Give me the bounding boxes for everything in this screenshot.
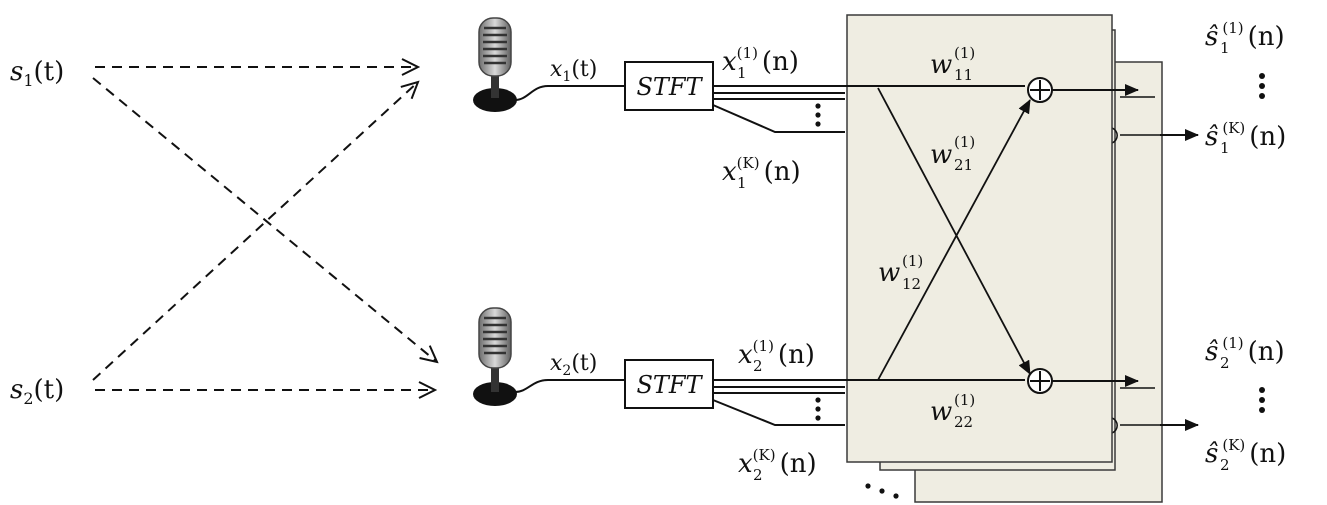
microphone-icon bbox=[473, 307, 517, 406]
weight-sub-w22: 22 bbox=[954, 413, 973, 431]
bin-label-x2-K: x(K)(n) bbox=[738, 446, 817, 479]
weight-sub-w12: 12 bbox=[902, 275, 921, 293]
output-sub-s1-K: 1 bbox=[1220, 139, 1230, 157]
stft-box-1: STFT bbox=[624, 61, 714, 111]
stft1-outputs bbox=[712, 85, 1025, 133]
weight-sup-w21: (1) bbox=[954, 133, 975, 151]
unmixing-cross-paths bbox=[877, 87, 1031, 381]
output-label-s2-1: ŝ(1)(n) bbox=[1205, 334, 1285, 367]
output-sub-s2-1: 2 bbox=[1220, 354, 1230, 372]
weight-sup-w11: (1) bbox=[954, 44, 975, 62]
stft-box-2: STFT bbox=[624, 359, 714, 409]
stft2-outputs bbox=[712, 379, 1025, 426]
weight-label-w22: w bbox=[930, 397, 952, 427]
mic-label-x2: x2(t) bbox=[550, 351, 597, 379]
bin-sub-x1-K: 1 bbox=[737, 174, 747, 192]
source-label-s2: s2(t) bbox=[10, 375, 64, 408]
bin-ellipsis-2 bbox=[815, 397, 821, 421]
sum-node-icon bbox=[1027, 368, 1053, 394]
weight-label-w11: w bbox=[930, 50, 952, 80]
output-label-s1-1: ŝ(1)(n) bbox=[1205, 19, 1285, 52]
weight-sup-w12: (1) bbox=[902, 252, 923, 270]
panel-ellipsis bbox=[865, 483, 899, 499]
path-s1-to-mic2 bbox=[92, 77, 437, 362]
bin-sub-x2-K: 2 bbox=[753, 466, 763, 484]
bin-sub-x1-1: 1 bbox=[737, 64, 747, 82]
bin-sub-x2-1: 2 bbox=[753, 357, 763, 375]
path-s2-to-mic1 bbox=[92, 82, 418, 381]
weight-sub-w21: 21 bbox=[954, 156, 973, 174]
bin-label-x1-1: x(1)(n) bbox=[722, 44, 799, 77]
output-sub-s2-K: 2 bbox=[1220, 456, 1230, 474]
output-sub-s1-1: 1 bbox=[1220, 39, 1230, 57]
mic1-cable bbox=[514, 85, 625, 101]
sum-node-icon bbox=[1027, 77, 1053, 103]
bin-ellipsis-1 bbox=[815, 103, 821, 127]
mixing-paths bbox=[92, 67, 437, 390]
output-ellipsis-1 bbox=[1259, 73, 1265, 99]
bin-label-x1-K: x(K)(n) bbox=[722, 154, 801, 187]
mic2-cable bbox=[514, 379, 625, 393]
microphone-icon bbox=[473, 17, 517, 112]
svg-text:STFT: STFT bbox=[636, 371, 703, 399]
weight-sup-w22: (1) bbox=[954, 391, 975, 409]
output-label-s1-K: ŝ(K)(n) bbox=[1205, 119, 1286, 152]
mic-label-x1: x1(t) bbox=[550, 57, 597, 85]
weight-label-w12: w bbox=[878, 258, 900, 288]
bin-label-x2-1: x(1)(n) bbox=[738, 337, 815, 370]
source-label-s1: s1(t) bbox=[10, 57, 64, 90]
output-ellipsis-2 bbox=[1259, 387, 1265, 413]
output-label-s2-K: ŝ(K)(n) bbox=[1205, 436, 1286, 469]
weight-label-w21: w bbox=[930, 140, 952, 170]
weight-sub-w11: 11 bbox=[954, 66, 973, 84]
svg-text:STFT: STFT bbox=[636, 73, 703, 101]
panel-front bbox=[846, 14, 1113, 463]
